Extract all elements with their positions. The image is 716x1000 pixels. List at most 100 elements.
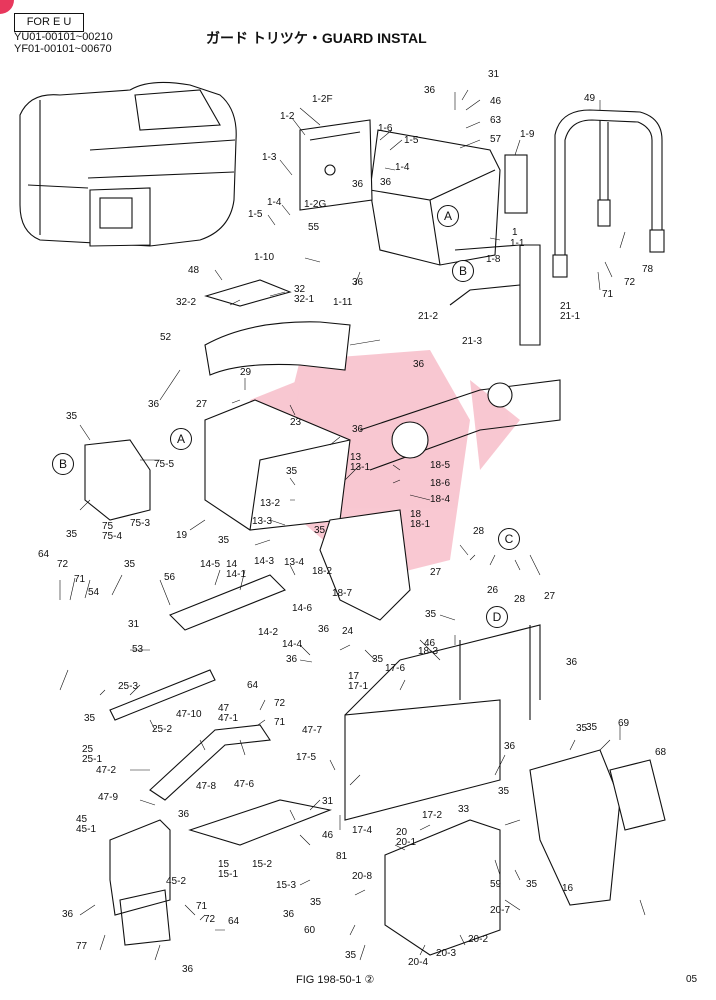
callout: 18-5 (430, 460, 451, 471)
callout: 13 (350, 452, 362, 463)
callout: 15-2 (252, 859, 273, 870)
callout: 64 (38, 549, 50, 560)
cab-illustration (19, 81, 237, 247)
callout: 35 (84, 713, 96, 724)
bar-14 (169, 574, 286, 631)
page-title: ガード トリツケ・GUARD INSTAL (206, 30, 427, 46)
callout: 16 (562, 883, 574, 894)
callout: 75-5 (154, 459, 175, 470)
callout: 1-4 (267, 197, 282, 208)
callout: 25-3 (118, 681, 139, 692)
callout: 47 (218, 703, 230, 714)
callout: 35 (218, 535, 230, 546)
callout: 13-3 (252, 516, 273, 527)
callout: 81 (336, 851, 348, 862)
callout: 1 (512, 227, 518, 238)
callout: 20-1 (396, 837, 417, 848)
callout: 35 (498, 786, 510, 797)
ref-circle-b: B (52, 453, 74, 475)
callout: 46 (322, 830, 334, 841)
callout: 25-2 (152, 724, 173, 735)
callout: 35 (526, 879, 538, 890)
callout: 71 (602, 289, 614, 300)
callout: 47-8 (196, 781, 217, 792)
callout: 25 (82, 744, 94, 755)
callout: 14-1 (226, 569, 247, 580)
callout: 21-3 (462, 336, 483, 347)
callout: 32-2 (176, 297, 197, 308)
callout: 14-3 (254, 556, 275, 567)
callout: 17-1 (348, 681, 369, 692)
callout: 1-2G (304, 199, 327, 210)
callout: 18-7 (332, 588, 353, 599)
callout: 36 (62, 909, 74, 920)
callout: 35 (66, 529, 78, 540)
callout: 36 (352, 277, 364, 288)
callout: 47-6 (234, 779, 255, 790)
callout: 35 (576, 723, 588, 734)
callout: 14-2 (258, 627, 279, 638)
callout: 31 (488, 69, 500, 80)
callout: 14-5 (200, 559, 221, 570)
callout: 52 (160, 332, 172, 343)
region-badge: FOR E U (14, 13, 84, 32)
serial-range-1: YU01-00101~00210 (14, 31, 113, 43)
callout: 1-10 (254, 252, 275, 263)
callout: 28 (514, 594, 526, 605)
callout: 71 (196, 901, 208, 912)
bracket-1 (299, 119, 521, 266)
callout: 1-5 (248, 209, 263, 220)
callout: 35 (66, 411, 78, 422)
callout: 71 (274, 717, 286, 728)
cover-20 (384, 819, 501, 956)
callout: 47-1 (218, 713, 239, 724)
callout: 63 (490, 115, 502, 126)
bracket-47 (149, 724, 271, 801)
callout: 36 (318, 624, 330, 635)
callout: 25-1 (82, 754, 103, 765)
callout: 69 (618, 718, 630, 729)
callout: 54 (88, 587, 100, 598)
callout: 13-2 (260, 498, 281, 509)
callout: 47-7 (302, 725, 323, 736)
callout: 72 (204, 914, 216, 925)
callout: 1-8 (486, 254, 501, 265)
callout: 47-9 (98, 792, 119, 803)
callout: 1-1 (510, 238, 525, 249)
callout: 17-4 (352, 825, 373, 836)
callout: 18 (410, 509, 422, 520)
callout: 20-8 (352, 871, 373, 882)
callout: 36 (352, 179, 364, 190)
cover-52 (204, 321, 351, 376)
ref-circle-a: A (170, 428, 192, 450)
tank-45 (109, 819, 171, 946)
callout: 64 (228, 916, 240, 927)
callout: 21-1 (560, 311, 581, 322)
callout: 36 (178, 809, 190, 820)
callout: 18-3 (418, 646, 439, 657)
callout: 48 (188, 265, 200, 276)
callout: 14-4 (282, 639, 303, 650)
page-number: 05 (686, 974, 698, 985)
callout: 14-6 (292, 603, 313, 614)
boom (359, 379, 561, 471)
callout: 17-2 (422, 810, 443, 821)
callout: 35 (425, 609, 437, 620)
ref-circle-d: D (486, 606, 508, 628)
part-68 (609, 759, 666, 831)
callout: 1-4 (395, 162, 410, 173)
callout: 36 (380, 177, 392, 188)
callout: 1-2 (280, 111, 295, 122)
frame-17 (344, 624, 541, 821)
callout: 35 (586, 722, 598, 733)
callout: 1-9 (520, 129, 535, 140)
plate-25 (109, 669, 216, 721)
leader-lines (59, 89, 646, 961)
ref-circle-a: A (437, 205, 459, 227)
callout: 46 (424, 638, 436, 649)
callout: 21 (560, 301, 572, 312)
callout: 68 (655, 747, 667, 758)
callout: 27 (430, 567, 442, 578)
